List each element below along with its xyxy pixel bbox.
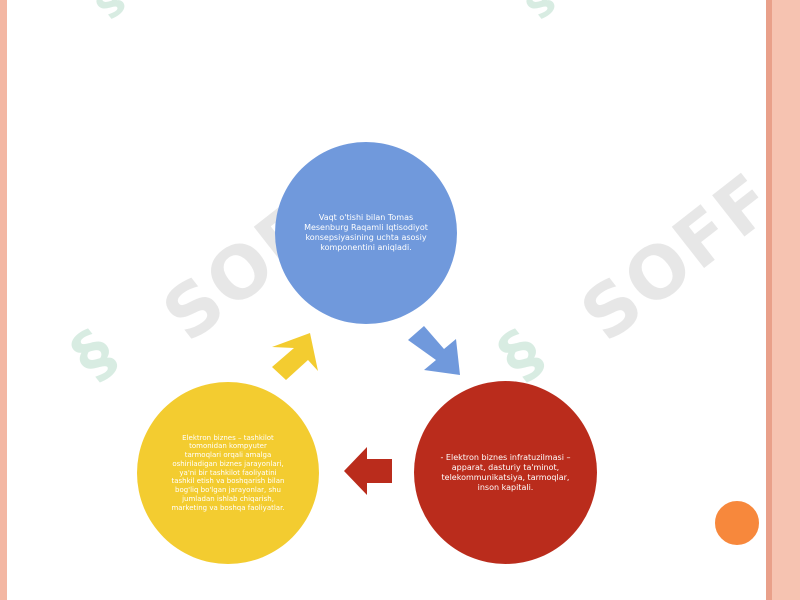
arrow-left-to-top-icon (272, 333, 318, 380)
slide-border-right (768, 0, 800, 600)
slide-border-left (0, 0, 7, 600)
arrow-right-to-left-icon (344, 447, 392, 495)
slide-border-right-line (766, 0, 772, 600)
arrow-top-to-right-icon (408, 326, 460, 375)
cycle-node-top: Vaqt o'tishi bilan Tomas Mesenburg Raqam… (275, 142, 457, 324)
cycle-node-left-text: Elektron biznes – tashkilot tomonidan ko… (171, 433, 285, 512)
cycle-node-left: Elektron biznes – tashkilot tomonidan ko… (137, 382, 319, 564)
cycle-node-right-text: - Elektron biznes infratuzilmasi – appar… (440, 452, 571, 492)
cycle-node-top-text: Vaqt o'tishi bilan Tomas Mesenburg Raqam… (304, 213, 428, 252)
cycle-node-right: - Elektron biznes infratuzilmasi – appar… (414, 381, 597, 564)
decorative-orange-dot (713, 499, 761, 547)
